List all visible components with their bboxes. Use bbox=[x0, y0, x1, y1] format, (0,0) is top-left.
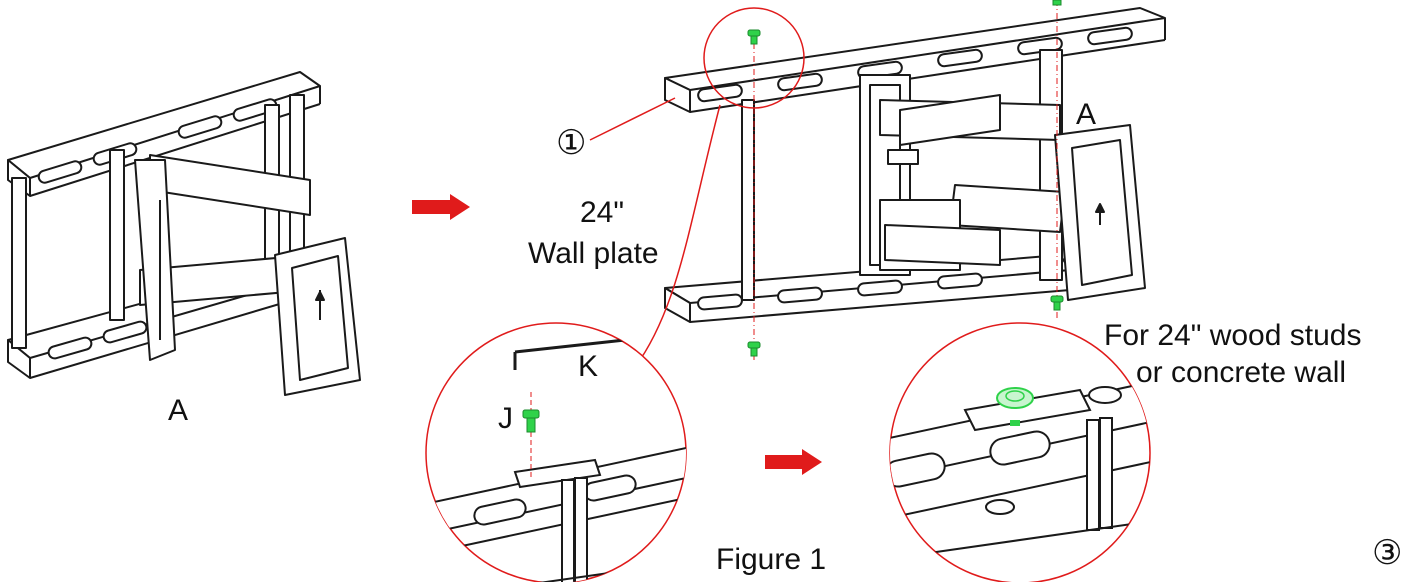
left-mount-illustration bbox=[7, 71, 361, 396]
callout-number: ① bbox=[556, 123, 587, 163]
installed-screw-icon bbox=[996, 387, 1034, 426]
plate-name-label: Wall plate bbox=[528, 237, 659, 270]
label-mount-a-right: A bbox=[1076, 98, 1097, 131]
detail-circle-right bbox=[889, 322, 1151, 582]
arrow-icon bbox=[412, 194, 822, 475]
figure-caption: Figure 1 bbox=[716, 543, 827, 576]
screw-j-icon bbox=[522, 409, 540, 433]
page-number: ③ bbox=[1372, 533, 1403, 573]
plate-size-label: 24" bbox=[580, 196, 625, 229]
stud-note-line1: For 24" wood studs bbox=[1104, 319, 1362, 352]
hex-key-label: K bbox=[578, 350, 599, 383]
screw-label: J bbox=[498, 402, 513, 435]
label-mount-a-left: A bbox=[168, 394, 189, 427]
green-screws bbox=[747, 0, 1064, 357]
stud-note-line2: or concrete wall bbox=[1136, 356, 1347, 389]
screw-guides bbox=[753, 0, 1058, 360]
right-mount-illustration bbox=[664, 7, 1166, 323]
detail-circle-left bbox=[425, 322, 687, 582]
detail-callout bbox=[589, 7, 805, 361]
